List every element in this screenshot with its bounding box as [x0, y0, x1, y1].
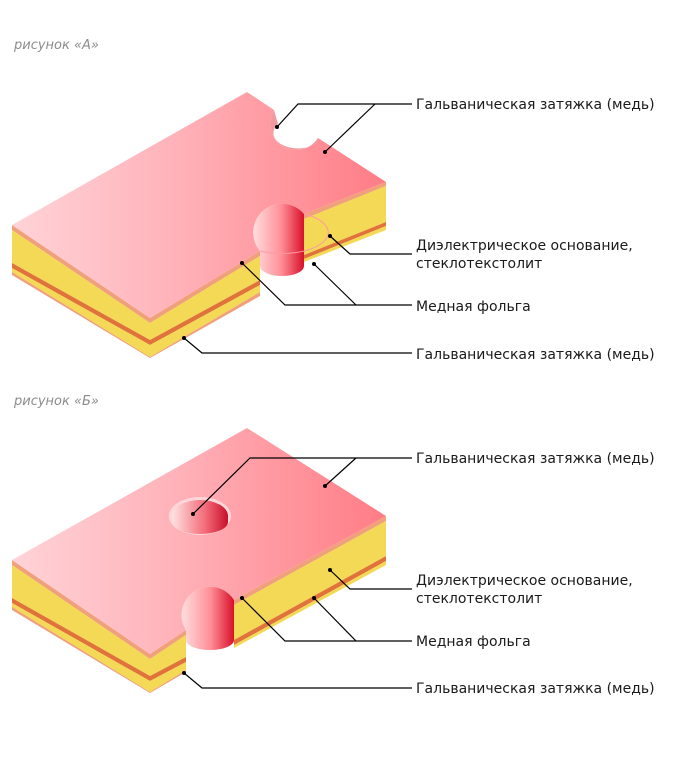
- figure-b-left-face: [12, 560, 150, 693]
- figure-b-through-hole-wall: [172, 500, 228, 534]
- figure-b-front-face-right: [234, 516, 386, 648]
- label-dielectric-line2: стеклотекстолит: [416, 256, 542, 272]
- figure-a-front-hole-wall: [253, 203, 304, 276]
- figure-b-callouts: Гальваническая затяжка (медь) Диэлектрич…: [416, 451, 655, 697]
- label-plating-bottom: Гальваническая затяжка (медь): [416, 347, 655, 363]
- figure-b-front-hole-wall: [181, 586, 234, 650]
- figure-a-callouts: Гальваническая затяжка (медь) Диэлектрич…: [416, 97, 655, 363]
- label-plating-bottom: Гальваническая затяжка (медь): [416, 681, 655, 697]
- figure-a-front-hole-rim: [259, 213, 329, 255]
- figure-a-front-face-left: [150, 251, 260, 358]
- figure-a-caption: рисунок «А»: [13, 38, 99, 53]
- figure-a-back-hole-wall: [269, 110, 318, 151]
- figure-b-caption: рисунок «Б»: [13, 394, 99, 409]
- label-copper-foil: Медная фольга: [416, 634, 531, 650]
- figure-a-leaders: [182, 103, 412, 354]
- figure-b-leaders: [182, 457, 412, 689]
- label-plating-top: Гальваническая затяжка (медь): [416, 97, 655, 113]
- figure-b-front-face-left: [150, 630, 186, 693]
- label-plating-top: Гальваническая затяжка (медь): [416, 451, 655, 467]
- label-dielectric-line2: стеклотекстолит: [416, 591, 542, 607]
- figure-a: рисунок «А»: [12, 38, 655, 363]
- figure-a-top-surface: [12, 92, 386, 318]
- figure-b: рисунок «Б»: [12, 394, 655, 697]
- label-dielectric-line1: Диэлектрическое основание,: [416, 573, 633, 589]
- figure-a-front-face-right: [304, 182, 386, 262]
- figure-b-top-surface: [12, 428, 386, 654]
- figure-a-left-face: [12, 225, 150, 358]
- figure-b-board: [12, 428, 386, 693]
- label-dielectric-line1: Диэлектрическое основание,: [416, 238, 633, 254]
- label-copper-foil: Медная фольга: [416, 299, 531, 315]
- figure-a-board: [12, 92, 386, 358]
